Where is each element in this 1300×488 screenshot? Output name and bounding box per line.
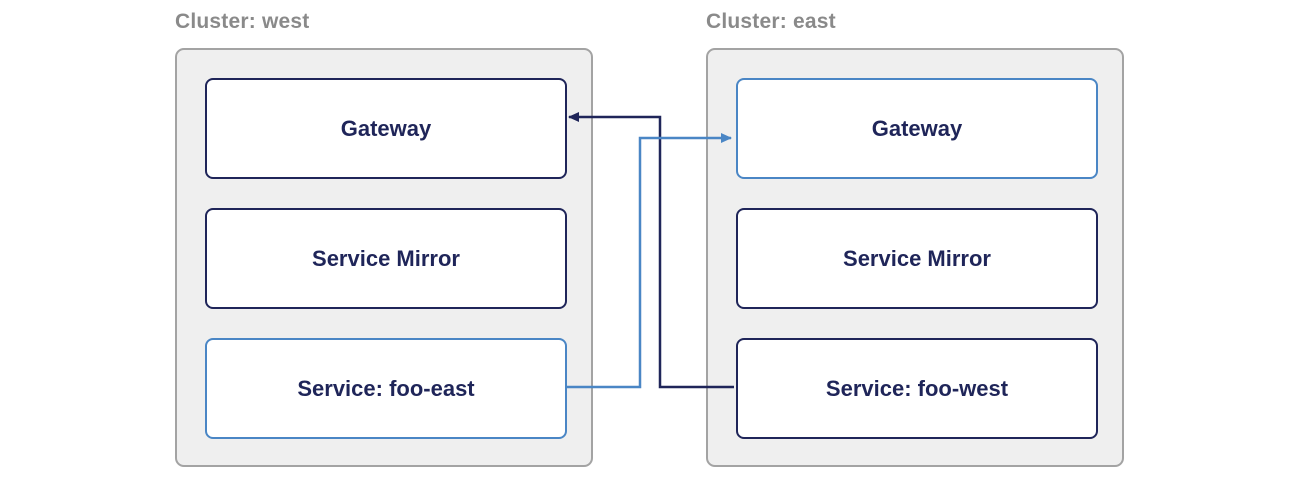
cluster-west-label: Cluster: west — [175, 10, 310, 33]
cluster-east: Gateway Service Mirror Service: foo-west — [706, 48, 1124, 467]
cluster-east-label: Cluster: east — [706, 10, 836, 33]
west-service-mirror-node: Service Mirror — [205, 208, 567, 309]
east-service-mirror-node: Service Mirror — [736, 208, 1098, 309]
east-service-foo-west-node: Service: foo-west — [736, 338, 1098, 439]
west-service-foo-east-node: Service: foo-east — [205, 338, 567, 439]
west-gateway-node: Gateway — [205, 78, 567, 179]
cluster-west: Gateway Service Mirror Service: foo-east — [175, 48, 593, 467]
east-gateway-node: Gateway — [736, 78, 1098, 179]
